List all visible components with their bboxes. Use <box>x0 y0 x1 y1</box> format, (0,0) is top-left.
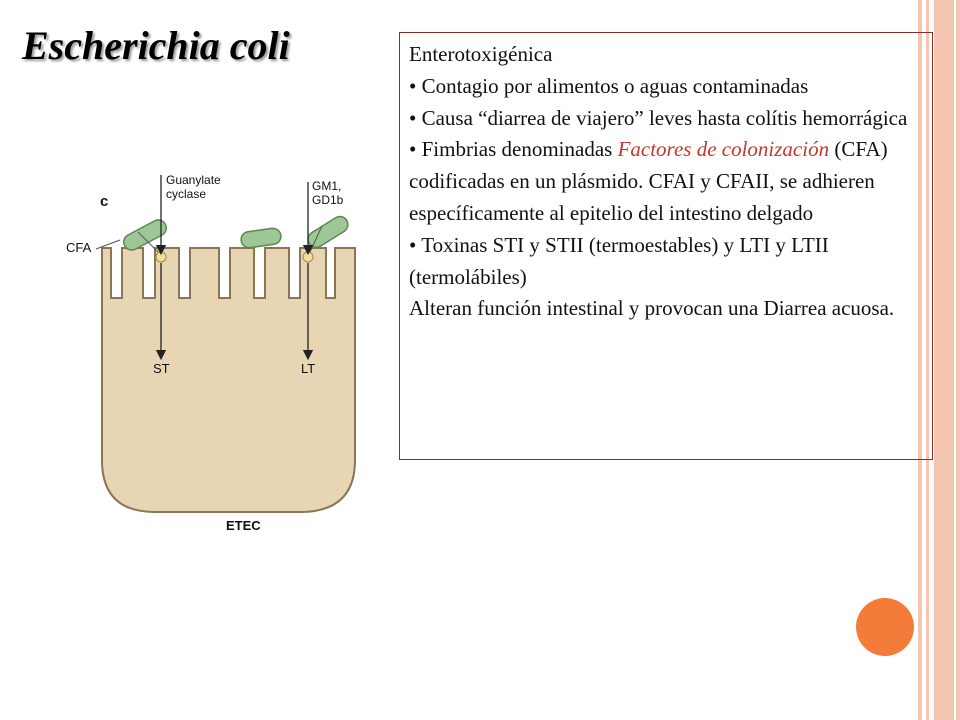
bullet-fimbriae-start: • Fimbrias denominadas <box>409 137 618 162</box>
cfa-label: CFA <box>66 240 92 255</box>
bacterium <box>307 215 349 249</box>
decorative-circle <box>856 598 914 656</box>
fimbria-line <box>137 231 159 253</box>
closing-text: Alteran función intestinal y provocan un… <box>409 296 895 321</box>
bullet-diarrhea: • Causa “diarrea de viajero” leves hasta… <box>409 105 908 130</box>
panel-letter: c <box>100 193 108 210</box>
guanylate-label: Guanylate <box>166 173 221 187</box>
stripe <box>918 0 922 720</box>
gm1-receptor <box>302 251 314 263</box>
slide-title: Escherichia coli <box>22 23 290 68</box>
lt-label: LT <box>301 361 315 376</box>
enterocyte-cell <box>101 247 356 513</box>
gd1b-label: GD1b <box>312 193 344 207</box>
bullet-contagion: • Contagio por alimentos o aguas contami… <box>409 73 809 98</box>
etec-diagram-svg: c CFA Guanylate cyclase GM1, GD1b ST LT … <box>66 173 356 533</box>
stripe <box>956 0 960 720</box>
bullet-fimbriae-end: (CFA) codificadas en un plásmido. CFAI y… <box>409 137 888 225</box>
guanylate-receptor <box>155 251 167 263</box>
description-box: Enterotoxigénica • Contagio por alimento… <box>399 32 933 460</box>
st-label: ST <box>153 361 170 376</box>
cfa-pointer <box>95 239 121 250</box>
bullet-fimbriae: • Fimbrias denominadas Factores de colon… <box>409 134 925 229</box>
gm1-label: GM1, <box>312 179 341 193</box>
colonization-factors-term: Factores de colonización <box>617 137 830 162</box>
heading-text: Enterotoxigénica <box>409 42 553 66</box>
etec-diagram: c CFA Guanylate cyclase GM1, GD1b ST LT … <box>60 160 360 540</box>
bacterium <box>240 227 282 249</box>
stripe <box>926 0 929 720</box>
stripe <box>934 0 954 720</box>
etec-label: ETEC <box>226 518 261 533</box>
bullet-toxins: • Toxinas STI y STII (termoestables) y L… <box>409 232 829 289</box>
decorative-stripes <box>918 0 960 720</box>
cyclase-label: cyclase <box>166 187 206 201</box>
